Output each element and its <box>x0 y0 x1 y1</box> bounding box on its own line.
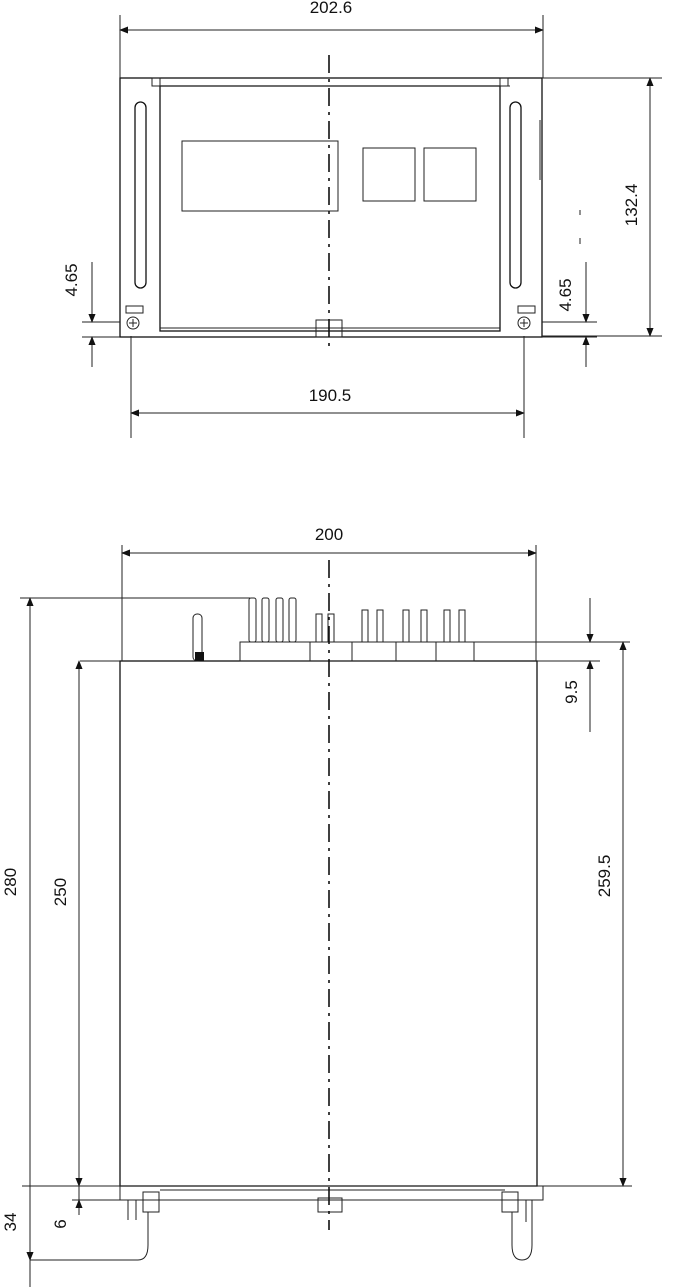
indicator-right <box>423 147 477 202</box>
left-handle-icon <box>30 1200 149 1261</box>
dim-depth-to-connectors: 259.5 <box>595 855 614 898</box>
connector-block-2 <box>309 641 353 662</box>
left-screw-icon <box>125 305 144 330</box>
dim-front-panel: 6 <box>51 1219 70 1228</box>
dim-front-to-handle: 34 <box>1 1213 20 1232</box>
dim-mounting-width: 190.5 <box>309 386 352 405</box>
connector-block-3 <box>351 641 397 662</box>
front-panel-outline <box>119 77 543 338</box>
right-handle-icon <box>511 1200 533 1261</box>
connector-block-4 <box>395 641 437 662</box>
rear-knob-icon <box>192 613 204 662</box>
connector-block-5 <box>435 641 475 662</box>
left-mounting-slot <box>134 101 147 289</box>
front-view: 202.6 132.4 190.5 4.65 4.65 <box>62 0 662 438</box>
dim-overall-width: 202.6 <box>310 0 353 17</box>
connector-block-1 <box>239 641 311 662</box>
right-screw-icon <box>517 305 536 330</box>
right-mounting-slot <box>509 101 522 289</box>
connector-pins <box>248 597 466 643</box>
display-window <box>181 140 339 212</box>
front-panel-plate <box>119 1185 544 1201</box>
dim-body-depth: 250 <box>51 878 70 906</box>
indicator-left <box>362 147 416 202</box>
front-inner-body <box>159 85 501 332</box>
dim-offset-right: 4.65 <box>556 278 575 311</box>
dim-height: 132.4 <box>622 184 641 227</box>
dim-total-depth: 280 <box>1 868 20 896</box>
dim-width: 200 <box>315 525 343 544</box>
dim-offset-left: 4.65 <box>62 263 81 296</box>
side-view: 200 280 250 259.5 9.5 34 6 <box>1 525 632 1287</box>
dim-connector-height: 9.5 <box>562 680 581 704</box>
